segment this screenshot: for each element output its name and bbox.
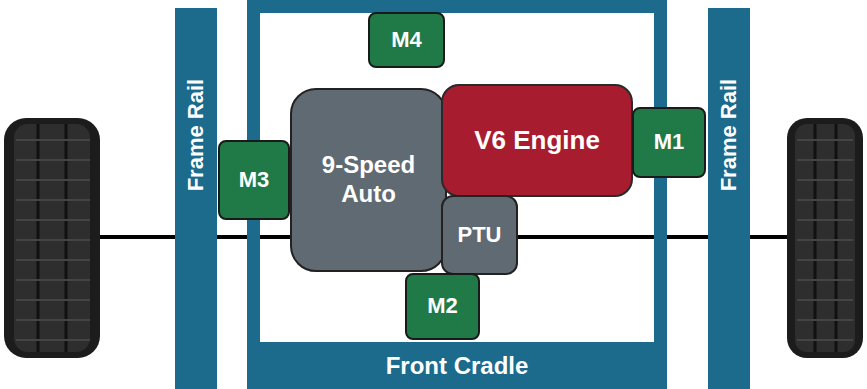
right-tire (787, 118, 863, 358)
tire-body (787, 118, 863, 358)
mount-box: M2 (405, 273, 480, 340)
tire-grooves (815, 124, 836, 352)
mount-box: M1 (632, 107, 706, 178)
mount-box: M3 (218, 140, 290, 220)
tire-groove (65, 124, 68, 352)
mount-label: M2 (427, 293, 458, 319)
frame-rail: Frame Rail (175, 8, 217, 389)
engine-box: V6 Engine (441, 84, 633, 197)
front-cradle: M4M39-Speed AutoV6 EngineM1PTUM2Front Cr… (247, 0, 667, 389)
tire-sipe (797, 140, 853, 340)
component-label: PTU (458, 222, 502, 248)
mount-label: M4 (391, 27, 422, 53)
cradle-label: Front Cradle (247, 342, 667, 389)
mount-box: M4 (368, 12, 445, 68)
rail-label: Frame Rail (717, 79, 741, 192)
tire-tread (14, 124, 90, 352)
rail-label: Frame Rail (184, 79, 208, 192)
tire-grooves (38, 124, 66, 352)
component-label: V6 Engine (474, 125, 600, 156)
component-label: 9-Speed Auto (310, 151, 428, 209)
mount-label: M1 (654, 129, 685, 155)
tire-sipes (797, 140, 853, 340)
tire-sipes (16, 140, 90, 340)
ptu-box: PTU (441, 195, 518, 275)
tire-groove (814, 124, 817, 352)
tire-tread (795, 124, 855, 352)
mount-label: M3 (239, 167, 270, 193)
transmission-box: 9-Speed Auto (290, 88, 447, 272)
tire-sipe (16, 140, 90, 340)
tire-body (4, 118, 100, 358)
left-tire (4, 118, 100, 358)
tire-groove (835, 124, 838, 352)
tire-groove (37, 124, 40, 352)
frame-rail: Frame Rail (708, 8, 750, 389)
